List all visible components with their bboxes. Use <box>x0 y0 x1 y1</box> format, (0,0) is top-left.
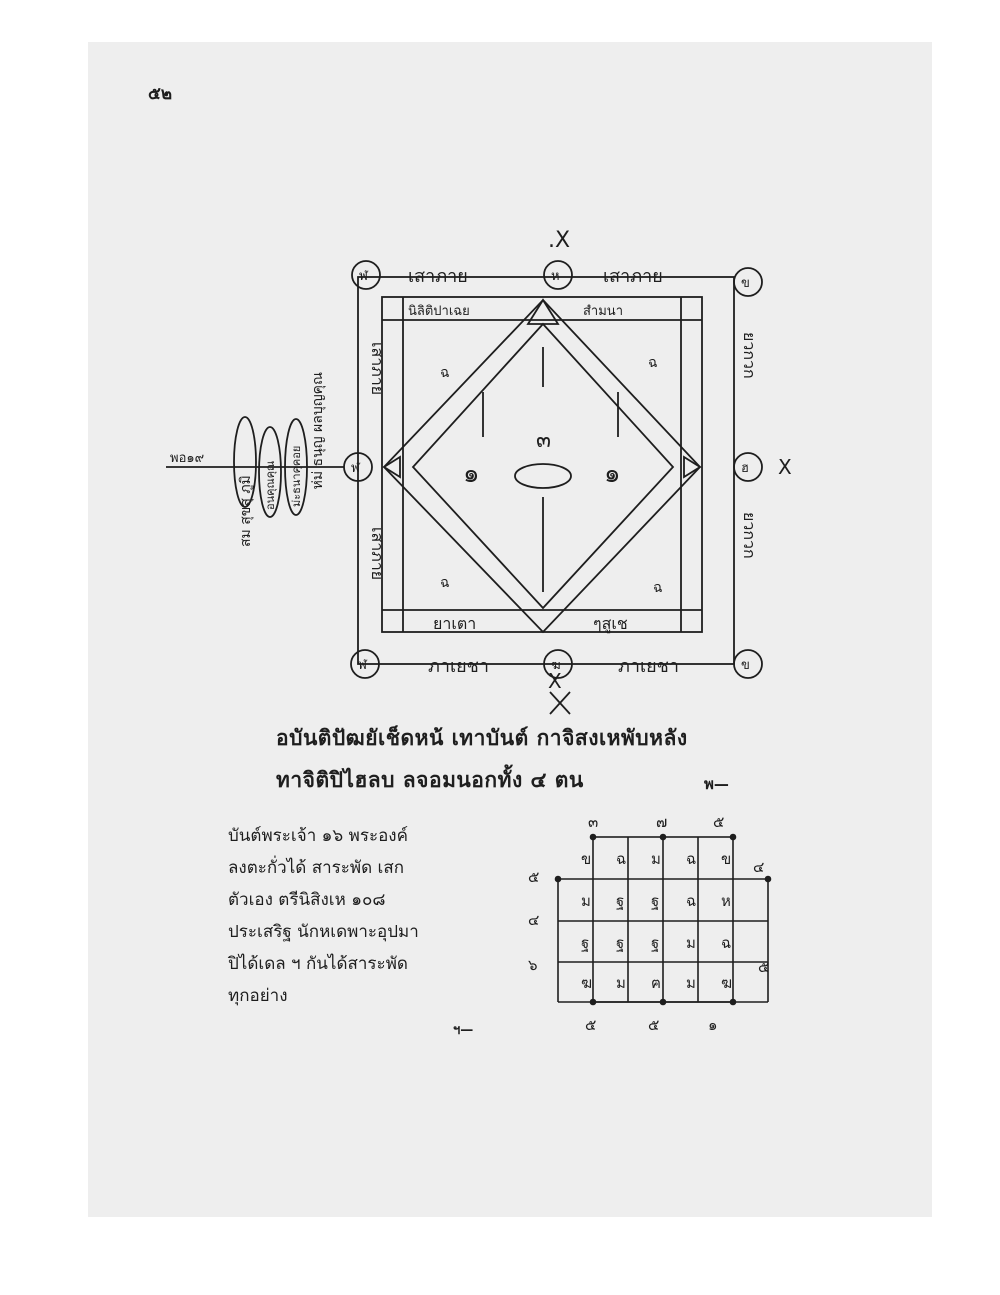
caption-line-2: ทาจิติปิไฮลบ ลจอมนอกทั้ง ๔ ตน <box>276 768 584 792</box>
grid-cell: ม <box>686 934 696 952</box>
grid-cell: ม <box>581 892 591 910</box>
grid-top-3: ๕ <box>713 813 724 831</box>
diamond-outer <box>382 298 702 634</box>
lower-line-2: ลงตะกั่วได้ สาระพัด เสก <box>228 858 405 878</box>
mid-right-circle <box>733 452 763 482</box>
left-extra-1: ห่ม่ ธนุญ ผลบุญคุณ <box>310 372 326 489</box>
diamond-inner <box>411 322 675 610</box>
left-outer-lower: เสาภาย <box>368 527 387 580</box>
caption-mark: พ— <box>704 775 729 793</box>
grid-left-1: ๕ <box>528 868 539 886</box>
corner-bl-circle <box>350 649 380 679</box>
lower-line-3: ตัวเอง ตรีนิสิงเห ๑๐๘ <box>228 890 386 910</box>
right-outer-lower: ยวกวก <box>740 512 759 559</box>
corner-tl-circle <box>351 260 381 290</box>
left-outer-upper: เสาภาย <box>368 342 387 395</box>
left-extra-3: อนคุณคุณ <box>264 461 277 510</box>
corner-tr-circle <box>733 267 763 297</box>
left-number: ๑ <box>463 459 480 489</box>
bottom-mark: X <box>548 669 562 693</box>
small-letter-4: ฉ <box>653 580 663 596</box>
grid-right-2: ๕ <box>758 958 769 976</box>
grid-bottom-2: ๕ <box>648 1016 659 1034</box>
grid-top-2: ๗ <box>656 813 667 831</box>
small-letter-3: ฉ <box>440 575 450 591</box>
left-arrow-text: พอ๑๙ <box>170 451 204 466</box>
grid-cell: ฐ <box>581 934 589 952</box>
corner-br-circle <box>733 649 763 679</box>
left-extra-4: สม สุขสุ ภูมิ <box>238 475 254 547</box>
caption-line-1: อบันติปัฒยัเช็ดหน้ เทาบันต์ กาจิสงเหพับห… <box>276 726 688 750</box>
right-number: ๑ <box>604 459 621 489</box>
grid-cell: ม <box>686 974 696 992</box>
top-left-text: เสาภาย <box>408 266 468 287</box>
grid-cell: ม <box>651 850 661 868</box>
lower-line-4: ประเสริฐ นักหเดพาะอุปมา <box>228 922 419 942</box>
grid-cell: ฉ <box>686 892 696 910</box>
grid-cell: ฉ <box>721 934 731 952</box>
grid-right-1: ๔ <box>753 858 764 876</box>
corner-bl-letter: ฬ <box>358 658 368 673</box>
number-grid: ขฉมฉขมฐฐฉหฐฐฐมฉฆมฅมฆ ๓ ๗ ๕ ๕ ๕ ๑ ๕ ๔ ๖ ๔… <box>528 813 772 1034</box>
right-mark: X <box>778 455 792 479</box>
top-right-text: เสาภาย <box>603 266 663 287</box>
small-letter-2: ฉ <box>648 355 658 371</box>
corner-br-letter: ข <box>741 658 750 673</box>
grid-cell: ฐ <box>616 934 624 952</box>
bottom-left-text: ภาเยชา <box>428 656 489 677</box>
grid-cell: ฆ <box>721 974 732 992</box>
top-mark: .X <box>548 228 570 253</box>
yantra-diagram: .X X X เสาภาย เสาภาย ภาเยชา ภาเยชา นิลิต… <box>166 228 792 715</box>
lower-line-6: ทุกอย่าง <box>228 986 288 1006</box>
lower-line-5: ปิได้เดล ฯ กันได้สาระพัด <box>228 954 408 974</box>
grid-cell: ข <box>581 850 591 868</box>
grid-cell: ฉ <box>616 850 626 868</box>
lower-mark: ฯ— <box>453 1023 474 1038</box>
left-extra-2: ม่ะธนาคุคอย <box>290 446 303 507</box>
grid-cell: ฅ <box>651 974 661 992</box>
mid-left-letter: ฬ <box>351 461 361 476</box>
mid-bottom-circle <box>543 649 573 679</box>
mid-top-circle <box>543 260 573 290</box>
corner-tl-letter: ฬ <box>359 269 369 284</box>
inner-bottom-left: ยาเตา <box>433 614 476 633</box>
center-oval <box>514 463 572 489</box>
center-number: ๓ <box>536 428 551 453</box>
right-outer-upper: ยวกวก <box>740 332 759 379</box>
small-letter-1: ฉ <box>440 365 450 381</box>
bottom-right-text: ภาเยชา <box>618 656 679 677</box>
grid-cell: ฉ <box>686 850 696 868</box>
grid-bottom-1: ๕ <box>585 1016 596 1034</box>
grid-top-1: ๓ <box>588 813 598 831</box>
inner-top-right: สำมนา <box>583 304 623 319</box>
mid-top-letter: ห <box>551 269 560 284</box>
corner-tr-letter: ข <box>741 276 750 291</box>
grid-bottom-3: ๑ <box>708 1016 718 1034</box>
grid-cell: ห <box>721 892 731 910</box>
grid-cell: ฐ <box>616 892 624 910</box>
grid-cell: ฐ <box>651 934 659 952</box>
page-number: ๕๒ <box>148 84 173 104</box>
scanned-page: ๕๒ <box>88 42 932 1217</box>
grid-cell: ข <box>721 850 731 868</box>
grid-left-3: ๖ <box>528 956 538 974</box>
mid-right-letter: ฮ <box>741 461 749 476</box>
grid-cell: ฐ <box>651 892 659 910</box>
grid-left-2: ๔ <box>528 911 539 929</box>
lower-text-block: บันต์พระเจ้า ๑๖ พระองค์ ลงตะกั่วได้ สาระ… <box>228 820 498 1012</box>
mid-bottom-letter: ฆ <box>551 658 561 673</box>
lower-line-1: บันต์พระเจ้า ๑๖ พระองค์ <box>228 826 408 846</box>
inner-bottom-right: ๆสูเช <box>593 614 628 634</box>
grid-cell: ม <box>616 974 626 992</box>
inner-top-left: นิลิติปาเฉย <box>408 304 470 319</box>
grid-cell: ฆ <box>581 974 592 992</box>
